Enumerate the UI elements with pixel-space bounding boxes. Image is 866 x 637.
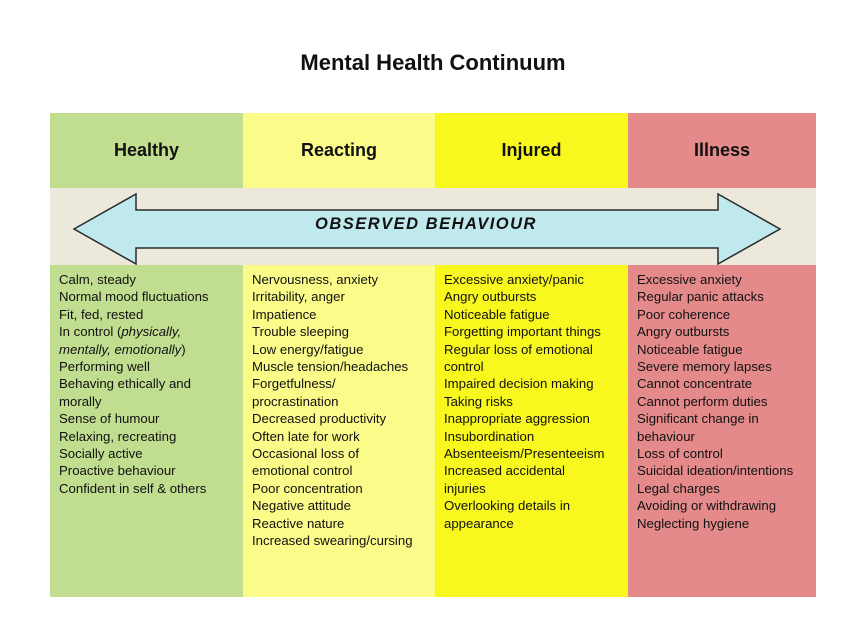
column-heading: Injured [501, 140, 562, 160]
symptom-item: Regular panic attacks [637, 289, 764, 305]
column-heading: Reacting [300, 140, 378, 160]
symptom-item: Impatience [252, 306, 317, 322]
symptom-item: Decreased productivity [252, 411, 387, 427]
arrow-label: OBSERVED BEHAVIOUR [315, 215, 537, 233]
symptom-item: Taking risks [444, 393, 513, 409]
symptom-item: Severe memory lapses [637, 359, 772, 375]
symptom-item: mentally, emotionally) [59, 341, 186, 357]
symptom-item: Proactive behaviour [59, 463, 176, 479]
symptom-item: Normal mood fluctuations [59, 289, 209, 305]
symptom-item: Poor concentration [252, 480, 363, 496]
symptom-item: Impaired decision making [444, 376, 594, 392]
symptom-item: Excessive anxiety/panic [444, 272, 585, 287]
symptom-item: Sense of humour [59, 411, 160, 427]
symptom-item: Often late for work [252, 428, 360, 444]
symptom-item: morally [59, 393, 102, 409]
symptom-item: Socially active [59, 446, 143, 462]
symptom-item: Cannot concentrate [637, 376, 753, 392]
symptom-item: procrastination [252, 393, 339, 409]
symptom-item: Trouble sleeping [252, 324, 350, 340]
double-arrow-shape [72, 192, 782, 266]
symptom-item: Muscle tension/headaches [252, 359, 409, 375]
symptom-item: Fit, fed, rested [59, 306, 144, 322]
symptom-item: Noticeable fatigue [637, 341, 743, 357]
symptom-item: In control (physically, [59, 324, 182, 340]
symptom-item: Behaving ethically and [59, 376, 191, 392]
symptom-item: Avoiding or withdrawing [637, 498, 777, 514]
symptom-item: Confident in self & others [59, 480, 207, 496]
symptom-item: Relaxing, recreating [59, 428, 177, 444]
symptom-item: Cannot perform duties [637, 393, 768, 409]
symptom-item: Insubordination [444, 428, 535, 444]
symptom-item: Reactive nature [252, 515, 345, 531]
column-heading: Healthy [113, 140, 180, 160]
symptom-item: Loss of control [637, 446, 723, 462]
symptom-item: Overlooking details in [444, 498, 571, 514]
symptom-item: Calm, steady [59, 272, 136, 287]
symptom-item: Noticeable fatigue [444, 306, 550, 322]
symptom-item: Absenteeism/Presenteeism [444, 446, 605, 462]
symptom-item: Occasional loss of [252, 446, 360, 462]
symptom-item: Legal charges [637, 480, 720, 496]
symptom-item: Significant change in [637, 411, 759, 427]
symptom-item: Excessive anxiety [637, 272, 742, 287]
symptom-item: Poor coherence [637, 306, 731, 322]
symptom-item: Angry outbursts [637, 324, 730, 340]
symptom-item: Neglecting hygiene [637, 515, 750, 531]
symptom-item: Increased swearing/cursing [252, 533, 413, 549]
symptom-item: Negative attitude [252, 498, 351, 514]
symptom-item: behaviour [637, 428, 695, 444]
symptom-item: Performing well [59, 359, 150, 375]
symptom-item: appearance [444, 515, 514, 531]
symptom-item: Forgetting important things [444, 324, 601, 340]
symptom-item: Increased accidental [444, 463, 565, 479]
page-title: Mental Health Continuum [300, 50, 566, 75]
column-heading: Illness [693, 140, 751, 160]
symptom-item: Low energy/fatigue [252, 341, 364, 357]
symptom-item: injuries [444, 480, 486, 496]
symptom-item: Nervousness, anxiety [252, 272, 379, 287]
symptom-item: Angry outbursts [444, 289, 537, 305]
symptom-item: Inappropriate aggression [444, 411, 590, 427]
symptom-item: Regular loss of emotional [444, 341, 593, 357]
symptom-item: control [444, 359, 484, 375]
symptom-item: Forgetfulness/ [252, 376, 336, 392]
symptom-item: Irritability, anger [252, 289, 345, 305]
symptom-item: emotional control [252, 463, 353, 479]
symptom-item: Suicidal ideation/intentions [637, 463, 794, 479]
double-arrow-icon [72, 192, 782, 266]
